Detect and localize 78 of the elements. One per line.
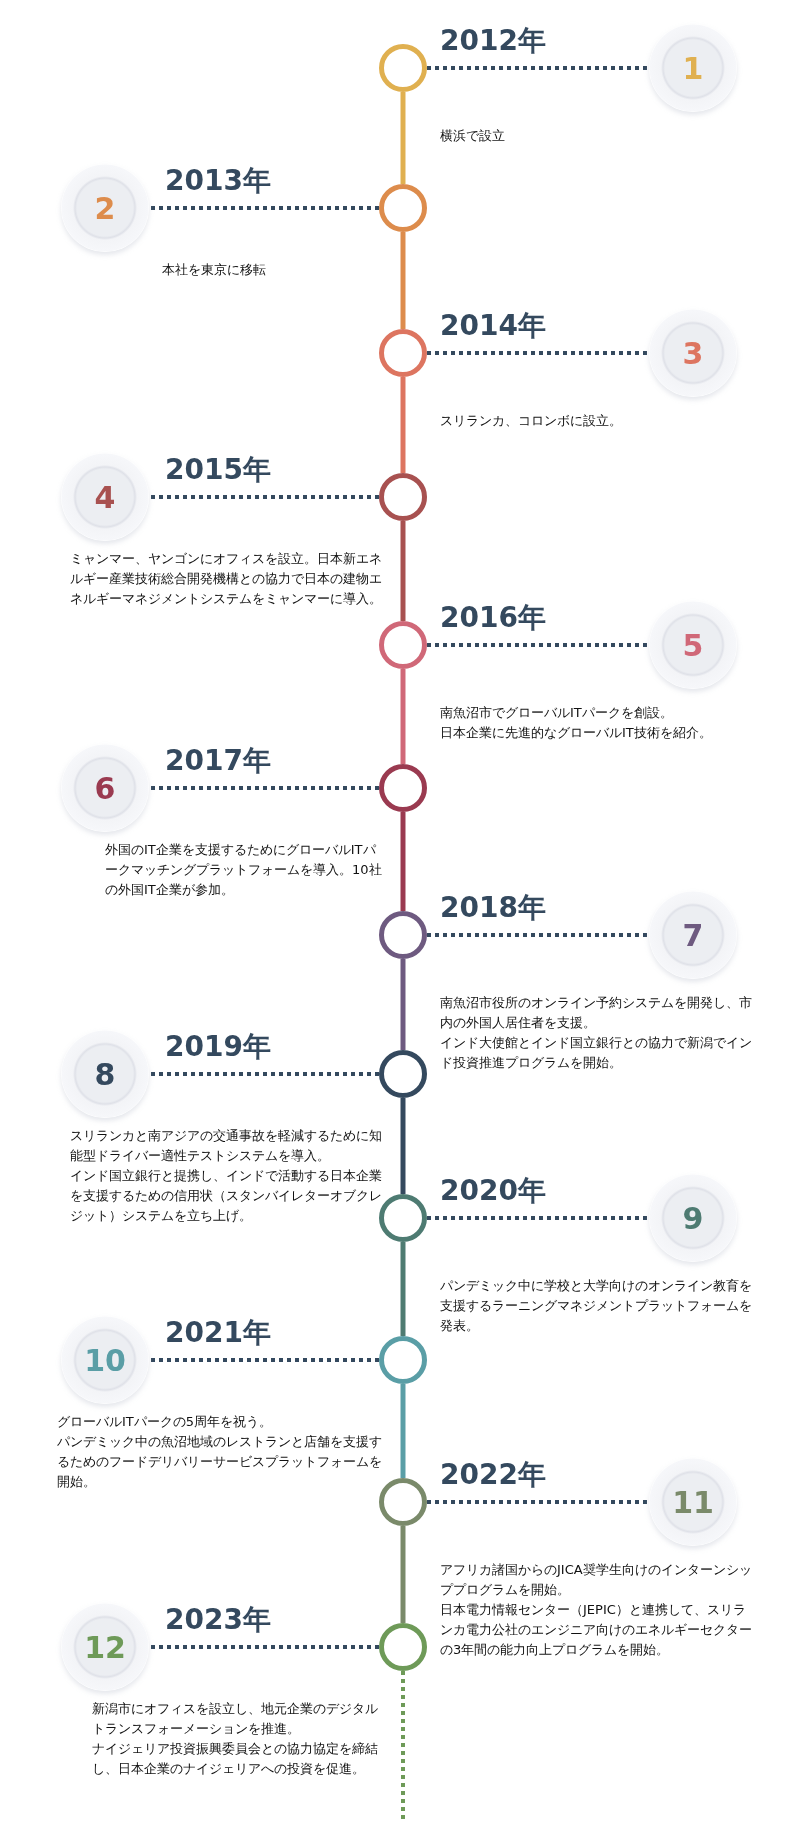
number-badge: 6 xyxy=(61,744,149,832)
timeline-line xyxy=(400,1526,406,1623)
dotted-connector xyxy=(427,351,649,355)
description-text: 外国のIT企業を支援するためにグローバルITパークマッチングプラットフォームを導入。10社の外国IT企業が参加。 xyxy=(105,841,383,899)
dotted-connector xyxy=(427,933,649,937)
timeline-circle xyxy=(379,184,427,232)
dotted-connector xyxy=(427,1216,649,1220)
dotted-connector xyxy=(149,1645,379,1649)
description-text: スリランカ、コロンボに設立。 xyxy=(440,412,623,430)
year-label: 2013年 xyxy=(165,164,271,198)
year-label: 2015年 xyxy=(165,453,271,487)
year-label: 2016年 xyxy=(440,601,546,635)
timeline-circle xyxy=(379,1194,427,1242)
year-label: 2020年 xyxy=(440,1174,546,1208)
description-text: 横浜で設立 xyxy=(440,127,506,145)
timeline-circle xyxy=(379,44,427,92)
timeline-circle xyxy=(379,764,427,812)
year-label: 2014年 xyxy=(440,309,546,343)
number-badge: 10 xyxy=(61,1316,149,1404)
timeline-line xyxy=(400,959,406,1050)
timeline-circle xyxy=(379,473,427,521)
description-text: 日本企業に先進的なグローバルIT技術を紹介。 xyxy=(440,724,713,742)
number-badge: 5 xyxy=(649,601,737,689)
number-badge: 7 xyxy=(649,891,737,979)
dotted-connector xyxy=(149,1072,379,1076)
timeline-circle xyxy=(379,1478,427,1526)
number-badge: 2 xyxy=(61,164,149,252)
year-label: 2019年 xyxy=(165,1030,271,1064)
description-text: 本社を東京に移転 xyxy=(162,261,267,279)
number-badge: 3 xyxy=(649,309,737,397)
number-badge: 8 xyxy=(61,1030,149,1118)
timeline-line xyxy=(400,669,406,764)
timeline-line xyxy=(400,377,406,473)
description-text: パンデミック中に学校と大学向けのオンライン教育を支援するラーニングマネジメントプラットフォームを発表。 xyxy=(440,1277,753,1335)
timeline-line xyxy=(400,1384,406,1478)
description-text: ミャンマー、ヤンゴンにオフィスを設立。日本新エネルギー産業技術総合開発機構との協力で日本の建物エネルギーマネジメントシステムをミャンマーに導入。 xyxy=(70,550,383,608)
description-text: 南魚沼市役所のオンライン予約システムを開発し、市内の外国人居住者を支援。 xyxy=(440,994,753,1032)
year-label: 2021年 xyxy=(165,1316,271,1350)
number-badge: 4 xyxy=(61,453,149,541)
dotted-connector xyxy=(149,206,379,210)
year-label: 2012年 xyxy=(440,24,546,58)
description-text: 南魚沼市でグローバルITパークを創設。 xyxy=(440,704,674,722)
year-label: 2022年 xyxy=(440,1458,546,1492)
timeline-line xyxy=(400,1242,406,1336)
timeline-circle xyxy=(379,1623,427,1671)
description-text: インド国立銀行と提携し、インドで活動する日本企業を支援するための信用状（スタンバイレターオブクレジット）システムを立ち上げ。 xyxy=(70,1167,383,1225)
description-text: 新潟市にオフィスを設立し、地元企業のデジタルトランスフォーメーションを推進。 xyxy=(92,1700,379,1738)
timeline-circle xyxy=(379,1050,427,1098)
description-text: アフリカ諸国からのJICA奨学生向けのインターンシッププログラムを開始。 xyxy=(440,1561,753,1599)
year-label: 2023年 xyxy=(165,1603,271,1637)
year-label: 2018年 xyxy=(440,891,546,925)
timeline-line xyxy=(400,92,406,184)
timeline-circle xyxy=(379,1336,427,1384)
number-badge: 12 xyxy=(61,1603,149,1691)
description-text: インド大使館とインド国立銀行との協力で新潟でインド投資推進プログラムを開始。 xyxy=(440,1034,753,1072)
timeline-line xyxy=(400,521,406,621)
number-badge: 1 xyxy=(649,24,737,112)
description-text: グローバルITパークの5周年を祝う。 xyxy=(57,1413,274,1431)
year-label: 2017年 xyxy=(165,744,271,778)
timeline-line xyxy=(400,232,406,329)
description-text: パンデミック中の魚沼地域のレストランと店舗を支援するためのフードデリバリーサービスプラットフォームを開始。 xyxy=(57,1433,383,1491)
timeline-line xyxy=(400,1098,406,1194)
dotted-connector xyxy=(149,1358,379,1362)
dotted-connector xyxy=(427,66,649,70)
number-badge: 9 xyxy=(649,1174,737,1262)
dotted-connector xyxy=(401,1671,405,1820)
timeline-circle xyxy=(379,329,427,377)
timeline-line xyxy=(400,812,406,911)
number-badge: 11 xyxy=(649,1458,737,1546)
timeline-circle xyxy=(379,911,427,959)
dotted-connector xyxy=(427,643,649,647)
description-text: スリランカと南アジアの交通事故を軽減するために知能型ドライバー適性テストシステムを導入。 xyxy=(70,1127,383,1165)
description-text: 日本電力情報センター（JEPIC）と連携して、スリランカ電力公社のエンジニア向けのエネルギーセクターの3年間の能力向上プログラムを開始。 xyxy=(440,1601,753,1659)
description-text: ナイジェリア投資振興委員会との協力協定を締結し、日本企業のナイジェリアへの投資を促進。 xyxy=(92,1740,379,1778)
dotted-connector xyxy=(149,786,379,790)
timeline-circle xyxy=(379,621,427,669)
dotted-connector xyxy=(427,1500,649,1504)
dotted-connector xyxy=(149,495,379,499)
